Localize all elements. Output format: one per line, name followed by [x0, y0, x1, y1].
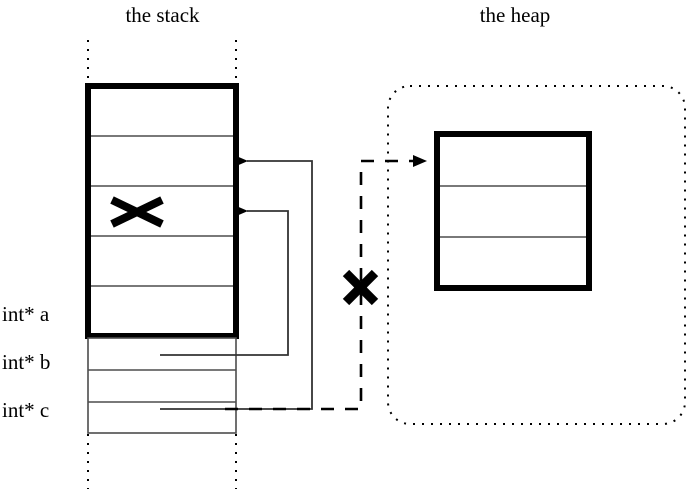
stack-frame-box [85, 83, 239, 339]
pointer-label-c: int* c [2, 398, 50, 422]
stack-pointer-cells-box [87, 337, 237, 434]
heap-title: the heap [479, 3, 551, 27]
heap-region-boundary [387, 85, 686, 425]
pointer-label-a: int* a [2, 302, 50, 326]
x-cross-icon-struck-value [110, 196, 164, 228]
pointer-label-b: int* b [2, 350, 51, 374]
stack-title: the stack [125, 3, 200, 27]
pointer-arrow-c-dangling [225, 155, 427, 411]
heap-block [434, 131, 592, 291]
pointer-arrow-b [160, 205, 289, 356]
stack-column-dotted-guides [87, 40, 237, 489]
x-cross-icon-broken-pointer [342, 269, 379, 306]
